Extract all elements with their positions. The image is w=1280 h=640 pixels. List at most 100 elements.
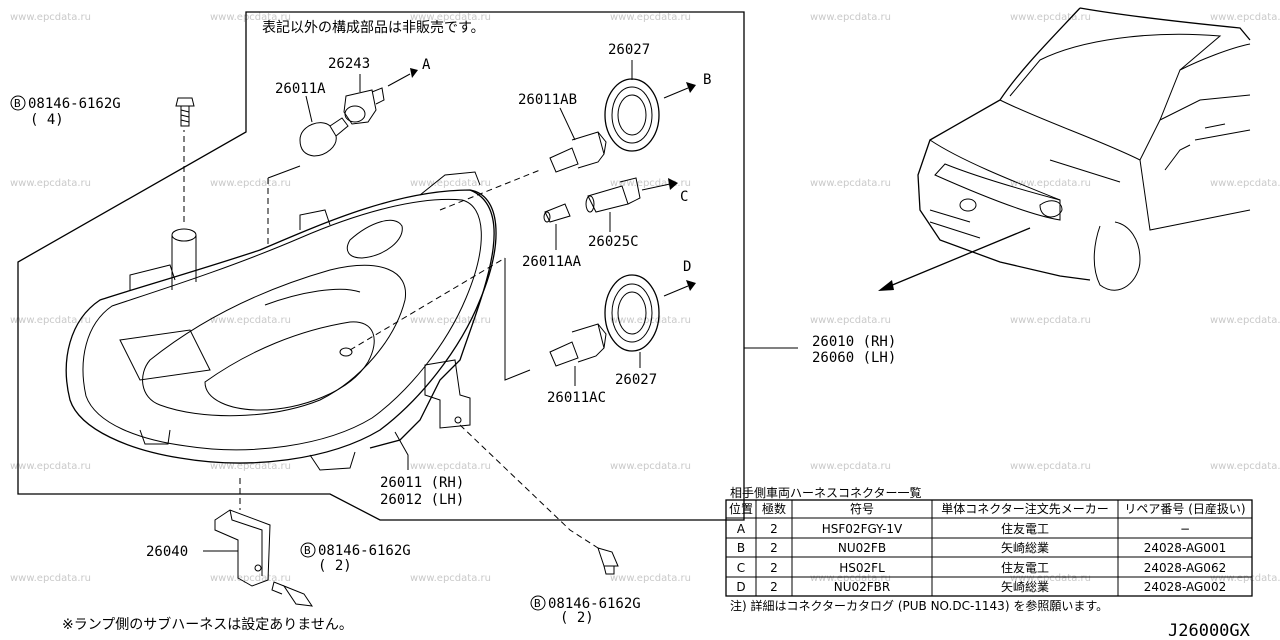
- leader-left-tab-2: [267, 165, 301, 179]
- bulb-26011AC: [549, 323, 607, 367]
- watermark-text: www.epcdata.ru: [210, 178, 291, 189]
- bolt-callout-2: B 08146-6162G ( 2): [300, 542, 411, 574]
- bolt-callout-1: B 08146-6162G ( 4): [10, 95, 121, 128]
- label-26011A: 26011A: [275, 81, 326, 97]
- watermark-text: www.epcdata.ru: [610, 315, 691, 326]
- connector-table: 相手側車両ハーネスコネクター一覧 位置極数符号単体コネクター注文先メーカーリペア…: [725, 486, 1253, 613]
- watermark-text: www.epcdata.ru: [810, 12, 891, 23]
- bolt-qty-3: ( 2): [560, 610, 594, 626]
- table-cell: NU02FB: [838, 541, 886, 555]
- label-26027-bottom: 26027: [615, 372, 657, 388]
- watermark-text: www.epcdata.ru: [210, 573, 291, 584]
- leader-bracket-lower: [504, 258, 531, 381]
- watermark-text: www.epcdata.ru: [1010, 573, 1091, 584]
- watermark-text: www.epcdata.ru: [410, 315, 491, 326]
- leader-lower-socket: [349, 257, 506, 351]
- label-housing-rh: 26011 (RH): [380, 475, 464, 491]
- bolt-prefix-2: B: [304, 544, 311, 557]
- bulb-26011AA: [543, 203, 571, 223]
- watermark-text: www.epcdata.ru: [410, 461, 491, 472]
- table-cell: 2: [770, 561, 778, 575]
- socket-26025C: [585, 177, 641, 213]
- watermark-text: www.epcdata.ru: [1010, 12, 1091, 23]
- watermark-text: www.epcdata.ru: [10, 461, 91, 472]
- arrow-label-a: A: [422, 57, 431, 73]
- notice-top: 表記以外の構成部品は非販売です。: [262, 19, 485, 36]
- watermark-text: www.epcdata.ru: [810, 461, 891, 472]
- label-26025C: 26025C: [588, 234, 639, 250]
- bolt-number-1: 08146-6162G: [28, 96, 121, 112]
- bolt-callout-3: B 08146-6162G ( 2): [530, 595, 641, 626]
- watermark-text: www.epcdata.ru: [10, 315, 91, 326]
- cap-26027-top: [604, 78, 660, 152]
- table-cell: 24028-AG002: [1144, 580, 1226, 594]
- watermark-text: www.epcdata.ru: [410, 573, 491, 584]
- watermark-text: www.epcdata.ru: [210, 12, 291, 23]
- vehicle-location-sketch: [878, 7, 1251, 291]
- table-header-cell: 極数: [762, 501, 786, 516]
- bolt-qty-2: ( 2): [318, 558, 352, 574]
- cap-26027-bottom: [604, 274, 660, 352]
- assembly-boundary: [17, 11, 745, 521]
- bolt-qty-1: ( 4): [30, 112, 64, 128]
- bolt-number-2: 08146-6162G: [318, 543, 411, 559]
- watermark-text: www.epcdata.ru: [1010, 178, 1091, 189]
- watermark-text: www.epcdata.ru: [210, 461, 291, 472]
- table-cell: 24028-AG062: [1144, 561, 1226, 575]
- watermark-text: www.epcdata.ru: [1210, 12, 1280, 23]
- watermark-text: www.epcdata.ru: [810, 315, 891, 326]
- table-cell: B: [737, 541, 745, 555]
- bracket-26040: [214, 509, 271, 587]
- arrow-label-b: B: [703, 72, 711, 88]
- table-note: 注) 詳細はコネクターカタログ (PUB NO.DC-1143) を参照願います…: [730, 598, 1108, 613]
- watermark-text: www.epcdata.ru: [210, 315, 291, 326]
- watermark-layer: www.epcdata.ru www.epcdata.ru www.epcdata.…: [10, 12, 1280, 584]
- bulb-26011AB: [549, 131, 607, 173]
- watermark-text: www.epcdata.ru: [10, 12, 91, 23]
- leader-26011AB: [559, 107, 576, 141]
- table-cell: 24028-AG001: [1144, 541, 1226, 555]
- label-assembly-rh: 26010 (RH): [812, 334, 896, 350]
- watermark-text: www.epcdata.ru: [610, 573, 691, 584]
- label-bracket: 26040: [146, 544, 188, 560]
- leader-26011A: [305, 95, 313, 123]
- bolt-bracket: [271, 581, 314, 607]
- watermark-text: www.epcdata.ru: [810, 573, 891, 584]
- table-cell: 2: [770, 522, 778, 536]
- table-cell: C: [737, 561, 745, 575]
- leader-bolt-side: [459, 424, 599, 549]
- table-cell: −: [1180, 522, 1190, 536]
- label-assembly-lh: 26060 (LH): [812, 350, 896, 366]
- bolt-prefix-3: B: [534, 597, 541, 610]
- table-cell: 矢崎総業: [1001, 541, 1049, 555]
- diagram-code: J26000GX: [1168, 621, 1251, 640]
- leader-housing: [394, 431, 409, 470]
- watermark-text: www.epcdata.ru: [810, 178, 891, 189]
- notice-bottom: ※ランプ側のサブハーネスは設定ありません。: [62, 616, 353, 633]
- table-cell: HS02FL: [839, 561, 885, 575]
- watermark-text: www.epcdata.ru: [1210, 461, 1280, 472]
- table-cell: 2: [770, 541, 778, 555]
- table-cell: 矢崎総業: [1001, 580, 1049, 594]
- table-cell: 2: [770, 580, 778, 594]
- table-header-cell: 符号: [850, 501, 874, 516]
- bolt-bottom-right: [597, 547, 619, 575]
- bolt-prefix-1: B: [14, 97, 21, 110]
- watermark-text: www.epcdata.ru: [410, 12, 491, 23]
- connector-arrows: [387, 68, 696, 297]
- label-26011AB: 26011AB: [518, 92, 577, 108]
- watermark-text: www.epcdata.ru: [610, 12, 691, 23]
- watermark-text: www.epcdata.ru: [610, 461, 691, 472]
- table-cell: 住友電工: [1001, 561, 1049, 575]
- table-header-cell: 単体コネクター注文先メーカー: [941, 501, 1109, 516]
- watermark-text: www.epcdata.ru: [610, 178, 691, 189]
- table-cell: A: [737, 522, 746, 536]
- bolt-top-left: [175, 97, 195, 127]
- label-26011AA: 26011AA: [522, 254, 582, 270]
- table-cell: 住友電工: [1001, 522, 1049, 536]
- socket-26243: [343, 87, 385, 125]
- watermark-text: www.epcdata.ru: [10, 178, 91, 189]
- arrow-label-d: D: [683, 259, 691, 275]
- table-cell: HSF02FGY-1V: [822, 522, 903, 536]
